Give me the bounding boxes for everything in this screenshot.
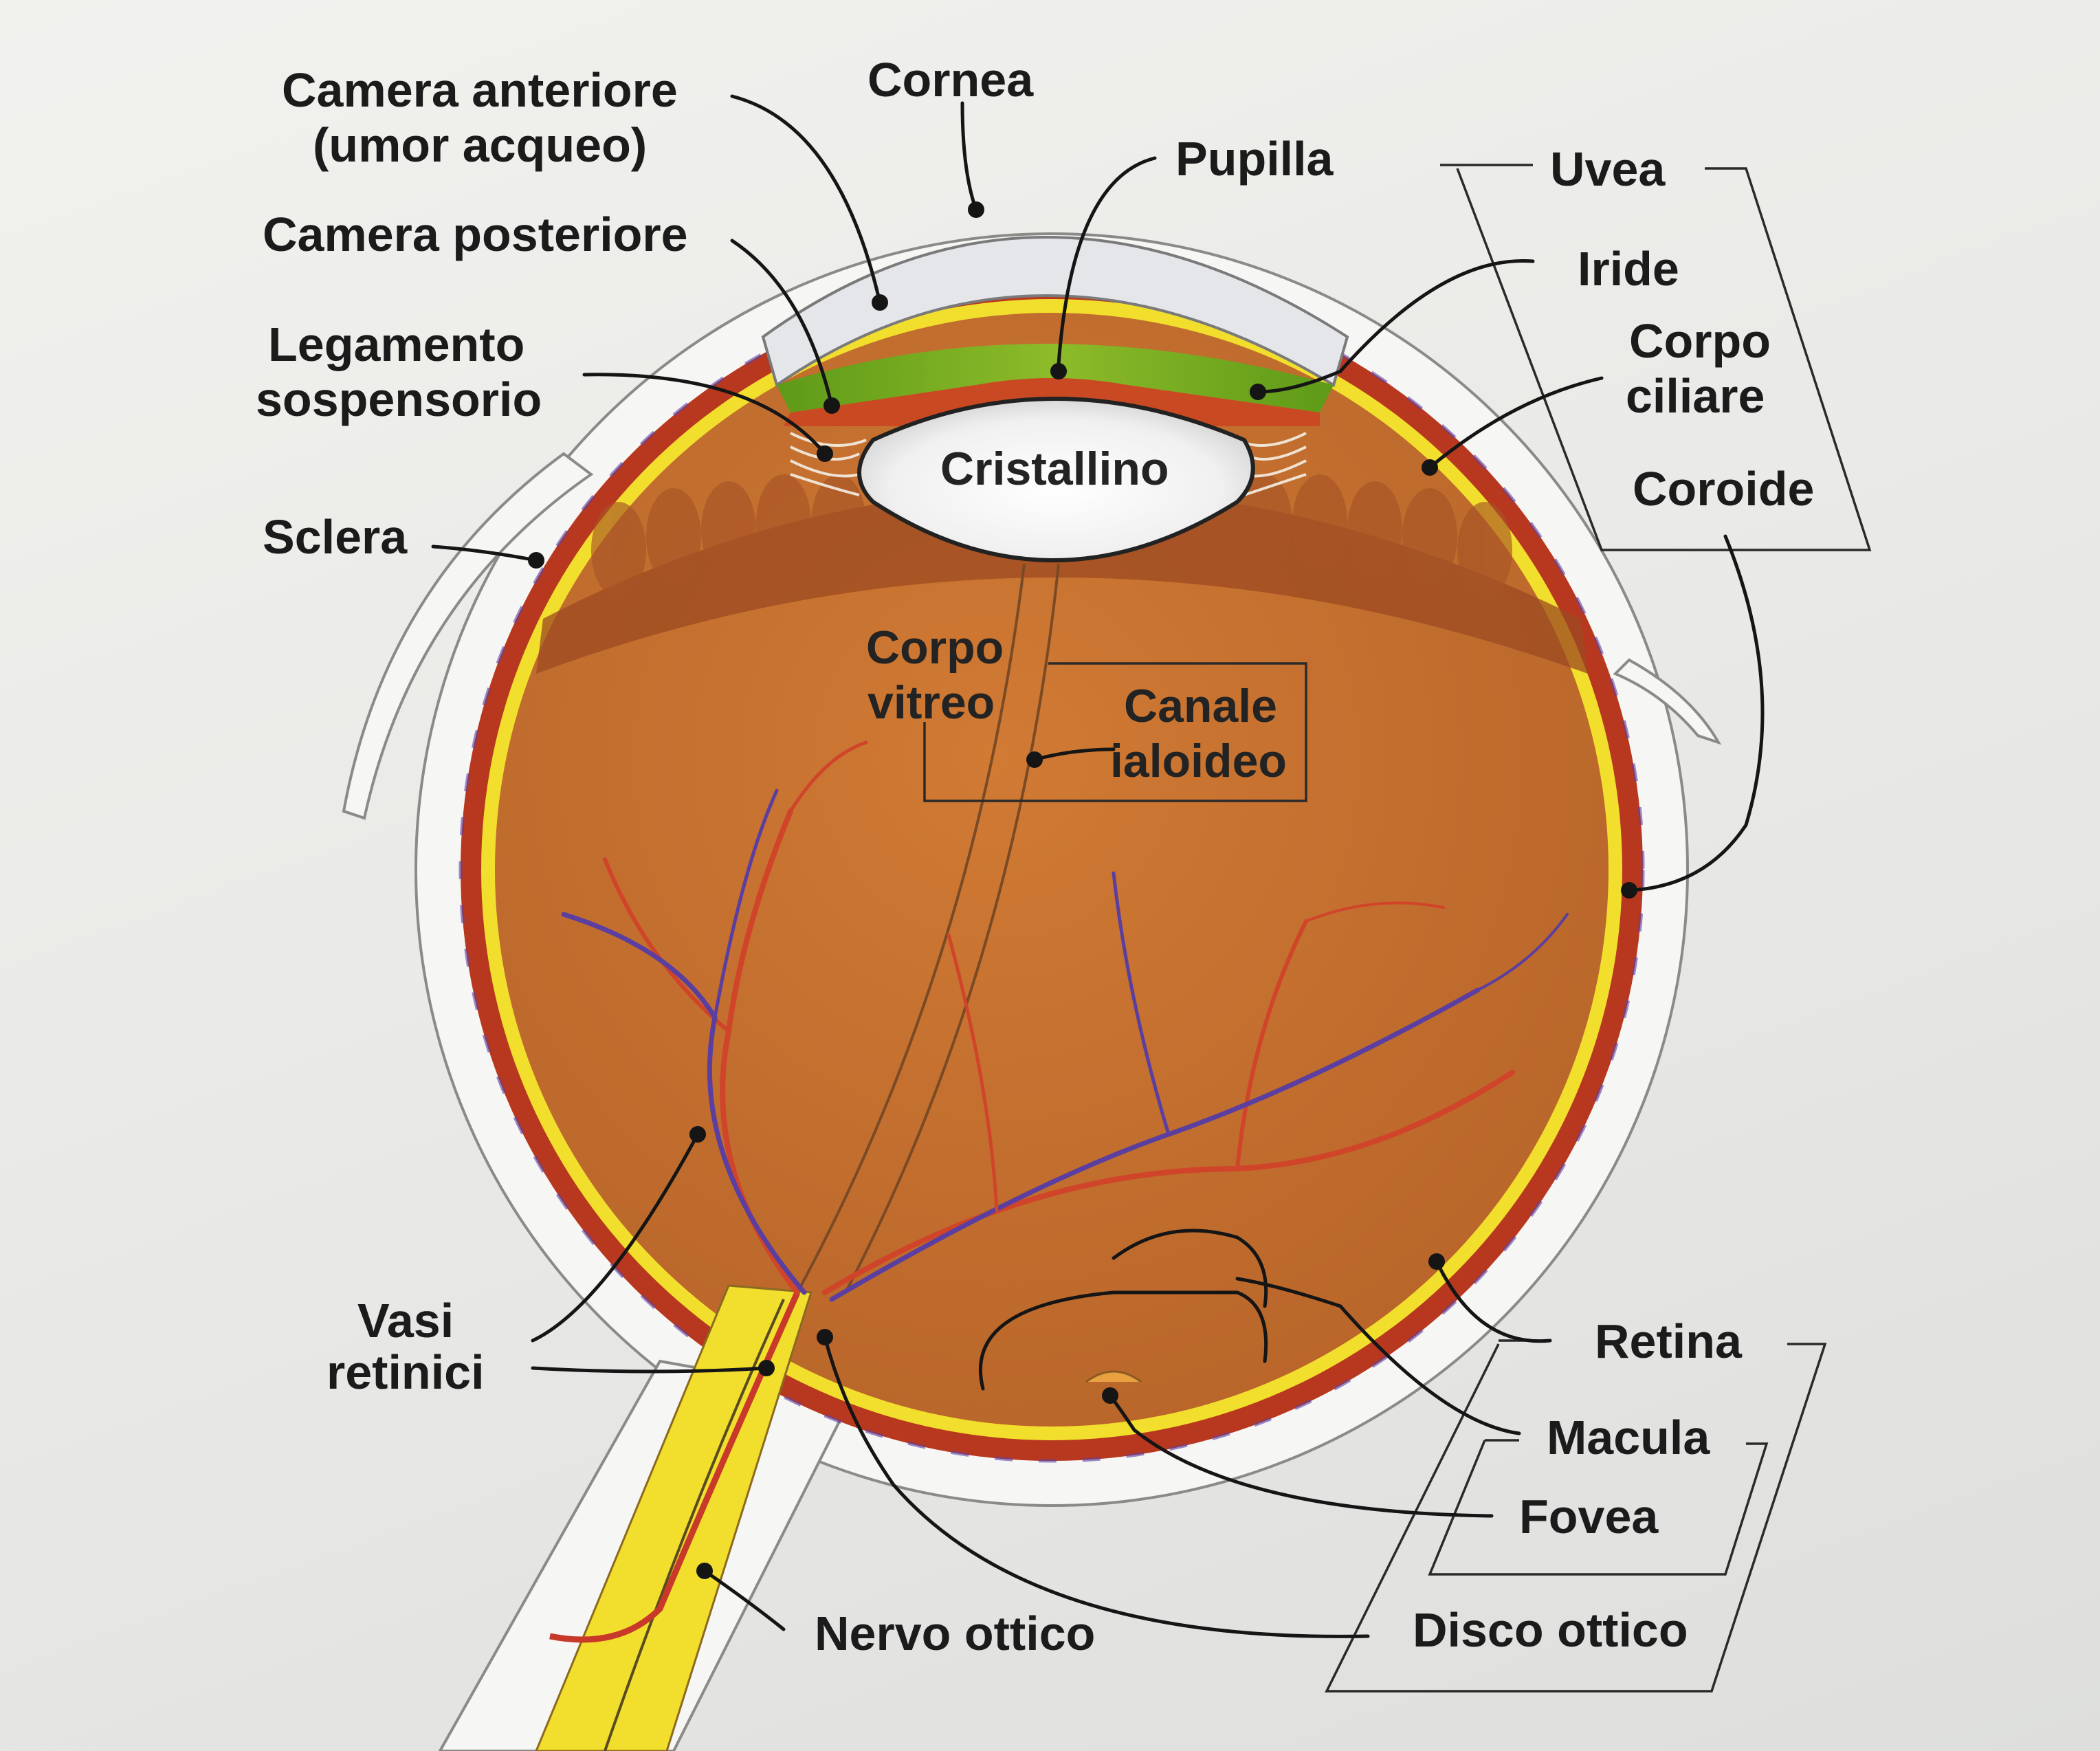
hyaloid-canal-right	[844, 563, 1060, 1293]
label-legamento-line1: Legamento	[268, 318, 524, 371]
label-retina: Retina	[1595, 1314, 1743, 1368]
cornea	[761, 236, 1349, 388]
label-legamento-line2: sospensorio	[256, 373, 542, 426]
uvea-bracket	[1440, 164, 1872, 551]
label-camera-anteriore-line1: Camera anteriore	[282, 63, 678, 117]
leader-nervo	[703, 1569, 786, 1631]
macula-bracket	[978, 1229, 1268, 1391]
leader-legamento	[582, 373, 827, 456]
optic-nerve	[535, 1284, 813, 1751]
fovea-pit	[1085, 1370, 1142, 1383]
leader-retina	[1435, 1259, 1552, 1343]
labels: Camera anteriore (umor acqueo) Cornea Pu…	[256, 53, 1814, 1660]
leader-vasi-2	[531, 1366, 769, 1374]
label-sclera: Sclera	[263, 510, 408, 564]
label-iride: Iride	[1578, 242, 1679, 296]
label-corpo-vitreo-line2: vitreo	[867, 676, 995, 729]
leader-camera-anteriore	[730, 94, 882, 305]
label-cristallino: Cristallino	[940, 443, 1169, 495]
label-corpo-vitreo-line1: Corpo	[866, 621, 1004, 674]
label-cornea: Cornea	[867, 53, 1034, 107]
leader-vasi-1	[531, 1132, 700, 1343]
leader-pupilla	[1057, 156, 1157, 366]
label-camera-anteriore-line2: (umor acqueo)	[313, 118, 647, 172]
label-vasi-retinici-line1: Vasi	[357, 1294, 454, 1347]
label-canale-ialoideo-line2: ialoideo	[1110, 735, 1287, 787]
label-coroide: Coroide	[1633, 462, 1814, 516]
leader-coroide	[1627, 534, 1765, 892]
leader-iride	[1256, 258, 1535, 394]
label-uvea: Uvea	[1550, 142, 1666, 196]
leader-fovea	[1108, 1394, 1494, 1518]
label-corpo-ciliare-line2: ciliare	[1626, 369, 1765, 423]
label-disco-ottico: Disco ottico	[1413, 1603, 1688, 1657]
retinal-vessels	[561, 740, 1569, 1302]
vitreous-label-box	[923, 662, 1307, 802]
leader-macula	[1235, 1277, 1521, 1435]
label-canale-ialoideo-line1: Canale	[1124, 680, 1277, 732]
lens	[857, 397, 1255, 562]
label-macula: Macula	[1547, 1411, 1710, 1464]
leader-camera-posteriore	[730, 239, 834, 408]
leader-cornea	[960, 101, 978, 212]
leader-disco	[823, 1335, 1370, 1638]
hyaloid-canal-left	[796, 563, 1026, 1293]
label-pupilla: Pupilla	[1175, 132, 1334, 186]
ciliary-folds	[591, 474, 1512, 598]
leader-corpo-ciliare	[1428, 376, 1604, 470]
label-fovea: Fovea	[1519, 1490, 1659, 1543]
leader-dots	[528, 201, 1637, 1579]
label-nervo-ottico: Nervo ottico	[815, 1607, 1095, 1660]
label-camera-posteriore: Camera posteriore	[263, 208, 688, 261]
leader-lines	[431, 94, 1765, 1638]
label-vasi-retinici-line2: retinici	[327, 1345, 485, 1399]
leader-sclera	[431, 544, 538, 562]
label-corpo-ciliare-line1: Corpo	[1629, 314, 1771, 368]
leader-canale	[1032, 747, 1116, 762]
